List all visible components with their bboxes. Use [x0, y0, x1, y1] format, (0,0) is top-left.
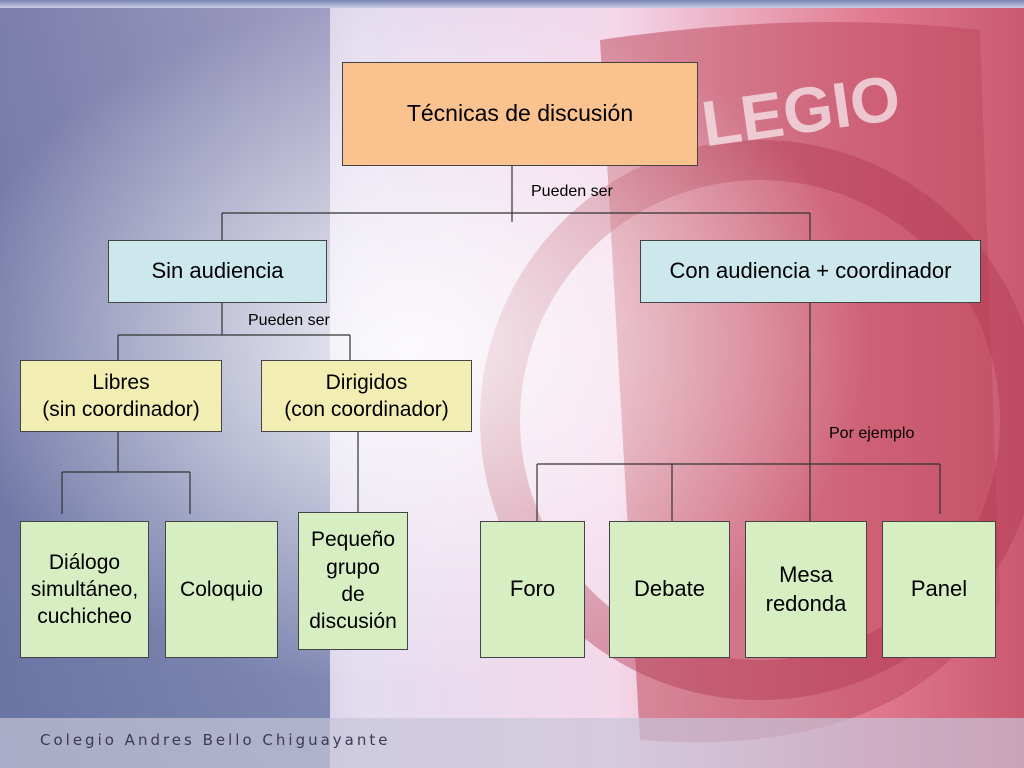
node-sin-audiencia: Sin audiencia: [108, 240, 327, 303]
node-dirigidos: Dirigidos (con coordinador): [261, 360, 472, 432]
footer-school-name: Colegio Andres Bello Chiguayante: [40, 731, 391, 749]
link-label-con: Por ejemplo: [829, 425, 915, 442]
node-dialogo: Diálogo simultáneo, cuchicheo: [20, 521, 149, 658]
top-frame-bar: [0, 0, 1024, 8]
node-mesa-redonda: Mesa redonda: [745, 521, 867, 658]
node-libres: Libres (sin coordinador): [20, 360, 222, 432]
node-root: Técnicas de discusión: [342, 62, 698, 166]
node-con-audiencia: Con audiencia + coordinador: [640, 240, 981, 303]
node-foro: Foro: [480, 521, 585, 658]
node-coloquio: Coloquio: [165, 521, 278, 658]
link-label-root: Pueden ser: [531, 183, 613, 200]
node-pequeno-grupo: Pequeño grupo de discusión: [298, 512, 408, 650]
node-debate: Debate: [609, 521, 730, 658]
node-panel: Panel: [882, 521, 996, 658]
link-label-sin: Pueden ser: [248, 312, 330, 329]
